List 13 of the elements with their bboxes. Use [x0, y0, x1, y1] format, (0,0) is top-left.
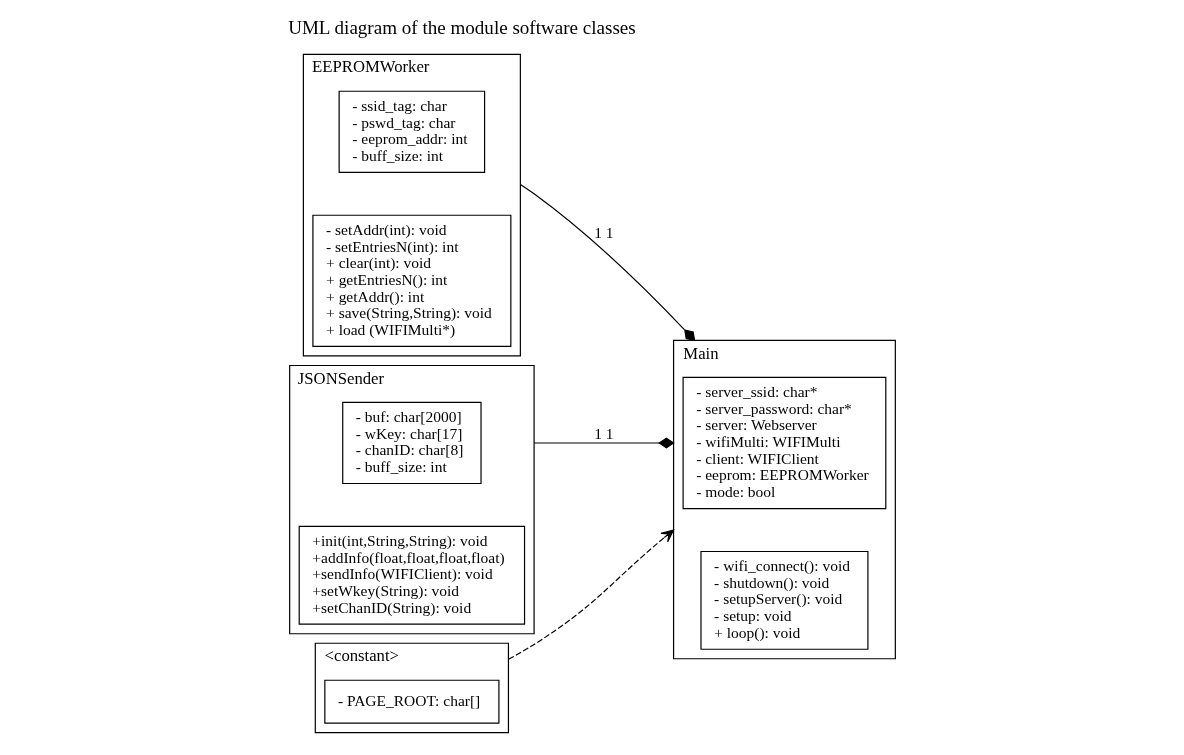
connector — [519, 183, 695, 341]
node-box: - buf: char[2000] - wKey: char[17] - chanID: char[8] - buff_size: int — [341, 401, 482, 484]
node-box: +init(int,String,String): void +addInfo(float,float,float,float) +sendInfo(WIFIClient): void +setWkey(String): void +setChanID(String): void — [298, 525, 525, 625]
diagram-title: UML diagram of the module software classes — [287, 16, 636, 38]
edge-label: 1 1 — [593, 223, 614, 241]
node-box: - ssid_tag: char - pswd_tag: char - eeprom_addr: int - buff_size: int — [338, 90, 485, 173]
node-box: - wifi_connect(): void - shutdown(): void - setupServer(): void - setup: void + loop(): void — [699, 550, 868, 650]
node-box: - setAddr(int): void - setEntriesN(int): int + clear(int): void + getEntriesN(): int + getAddr(): int + save(String,String): void + load (WIFIMulti*) — [311, 214, 511, 347]
node-box: - PAGE_ROOT: char[] — [323, 679, 499, 724]
arrow — [507, 528, 674, 660]
connector — [533, 437, 675, 448]
node-box: - server_ssid: char* - server_password: char* - server: Webserver - wifiMulti: WIFIMulti - client: WIFIClient - eeprom: EEPROMWorker - mode: bool — [682, 376, 886, 509]
edge-label: 1 1 — [593, 424, 614, 442]
